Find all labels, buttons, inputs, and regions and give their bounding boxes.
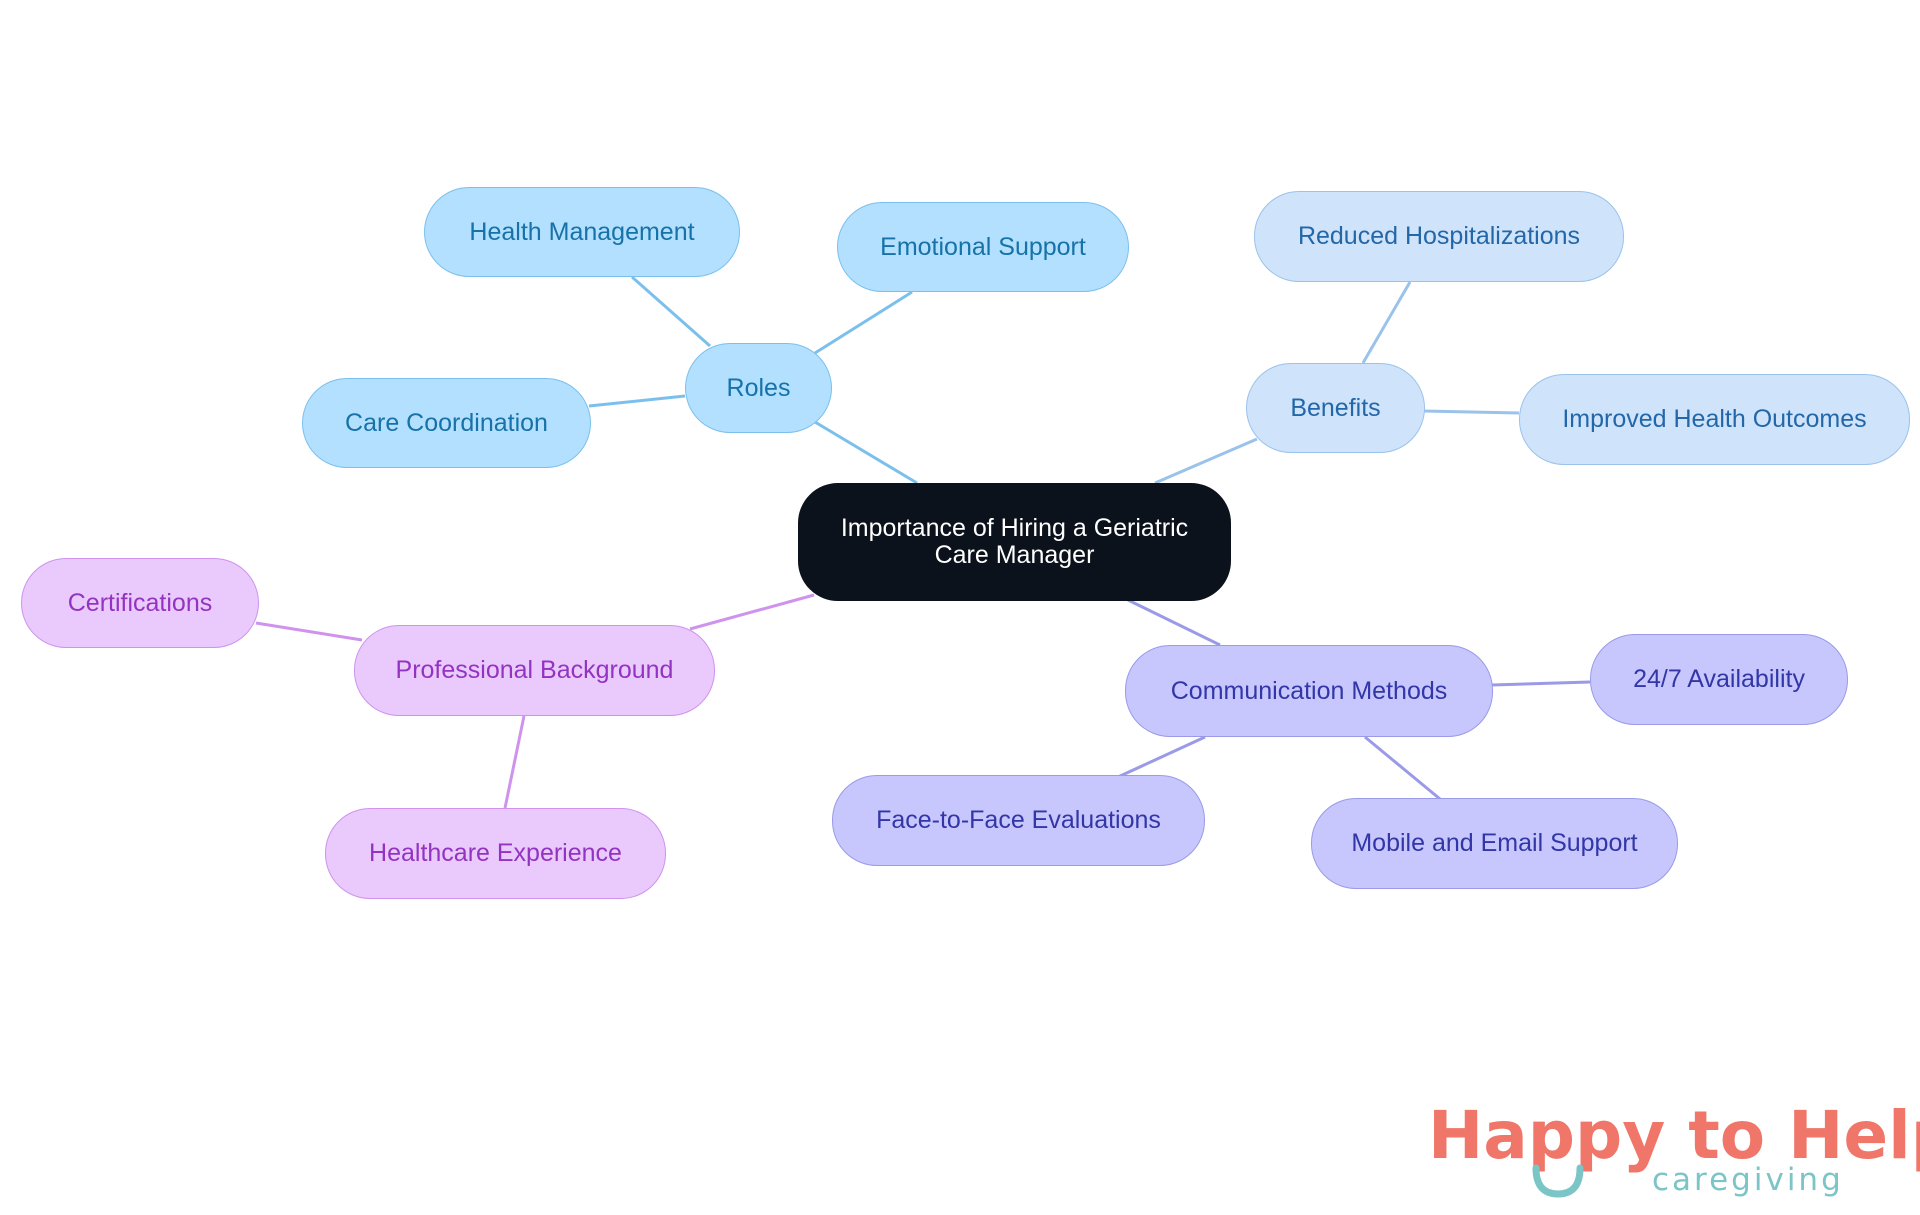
edge-center-professional — [689, 593, 815, 631]
professional-background-node: Professional Background — [354, 625, 715, 716]
logo-title: Happy to Help — [1428, 1097, 1920, 1174]
reduced-hospitalizations-node: Reduced Hospitalizations — [1254, 191, 1624, 282]
certifications-label: Certifications — [67, 588, 213, 617]
roles-label: Roles — [726, 373, 791, 402]
benefits-label: Benefits — [1290, 393, 1381, 422]
healthcare-experience-label: Healthcare Experience — [369, 839, 622, 867]
edge-benefits-reduced-hospitalizations — [1361, 281, 1412, 364]
health-management-label: Health Management — [469, 217, 695, 246]
communication-methods-label: Communication Methods — [1170, 676, 1448, 705]
edge-communication-mobile-email — [1364, 735, 1441, 801]
mobile-email-support-label: Mobile and Email Support — [1351, 829, 1638, 857]
improved-health-outcomes-node: Improved Health Outcomes — [1519, 374, 1910, 465]
face-to-face-evaluations-node: Face-to-Face Evaluations — [832, 775, 1205, 866]
care-coordination-node: Care Coordination — [302, 378, 591, 468]
edge-roles-care-coordination — [588, 394, 686, 408]
reduced-hospitalizations-label: Reduced Hospitalizations — [1297, 222, 1581, 250]
certifications-node: Certifications — [21, 558, 259, 648]
care-coordination-label: Care Coordination — [345, 408, 548, 437]
edge-professional-healthcare-experience — [503, 715, 526, 809]
health-management-node: Health Management — [424, 187, 740, 277]
emotional-support-label: Emotional Support — [880, 232, 1086, 261]
mobile-email-support-node: Mobile and Email Support — [1311, 798, 1678, 889]
edge-center-benefits — [1154, 437, 1258, 485]
edge-center-communication — [1127, 598, 1221, 647]
communication-methods-node: Communication Methods — [1125, 645, 1493, 737]
edge-professional-certifications — [255, 621, 363, 642]
central-topic-node: Importance of Hiring a Geriatric Care Ma… — [798, 483, 1231, 601]
logo-subtitle: caregiving — [1652, 1162, 1844, 1198]
face-to-face-evaluations-label: Face-to-Face Evaluations — [876, 806, 1161, 834]
edge-roles-health-management — [631, 275, 711, 348]
logo-wordmark: Happy to Help — [1428, 1100, 1920, 1172]
central-topic-label: Importance of Hiring a Geriatric Care Ma… — [840, 514, 1189, 569]
roles-node: Roles — [685, 343, 832, 433]
improved-health-outcomes-label: Improved Health Outcomes — [1562, 405, 1867, 433]
edge-roles-emotional-support — [814, 290, 913, 355]
edge-benefits-improved-health-outcomes — [1422, 409, 1520, 415]
happy-to-help-logo: Happy to Help caregiving — [1420, 1100, 1920, 1210]
healthcare-experience-node: Healthcare Experience — [325, 808, 666, 899]
edge-communication-face-to-face — [1117, 735, 1206, 779]
edge-communication-availability — [1491, 680, 1591, 687]
professional-background-label: Professional Background — [395, 656, 674, 684]
edge-center-roles — [814, 420, 918, 485]
smile-icon — [1532, 1164, 1584, 1198]
availability-node: 24/7 Availability — [1590, 634, 1848, 725]
benefits-node: Benefits — [1246, 363, 1425, 453]
emotional-support-node: Emotional Support — [837, 202, 1129, 292]
availability-label: 24/7 Availability — [1633, 665, 1805, 693]
